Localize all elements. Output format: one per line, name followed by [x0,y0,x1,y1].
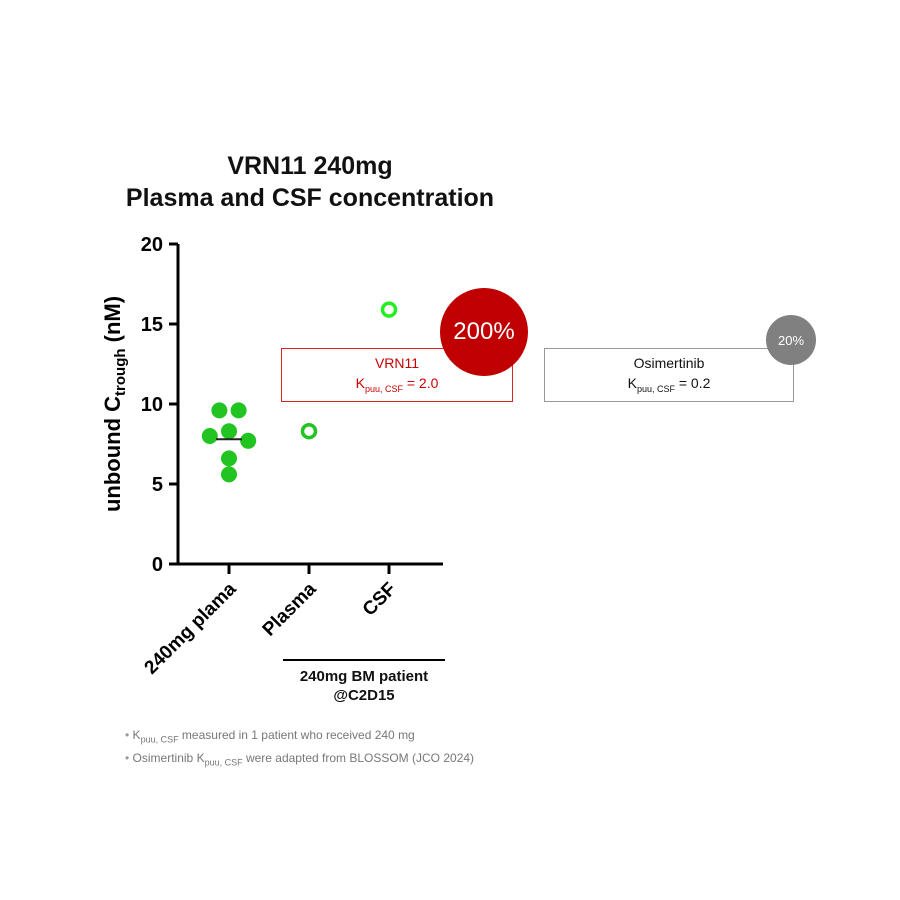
x-tick-label: 240mg plama [141,578,241,678]
y-tick-label: 15 [141,314,163,336]
x-tick-label: Plasma [259,578,321,640]
group-label-line-2: @C2D15 [333,687,395,704]
footnote-1: Kpuu, CSF measured in 1 patient who rece… [125,726,474,749]
x-tick-label: CSF [359,579,401,621]
osimertinib-kpuu-box: Osimertinib Kpuu, CSF = 0.2 [544,348,794,402]
group-label-line-1: 240mg BM patient [299,668,429,685]
vrn11-label: VRN11 [374,355,420,371]
vrn11-percent-badge: 200% [440,288,528,376]
vrn11-kpuu-box: VRN11 Kpuu, CSF = 2.0 [281,348,513,402]
data-point [240,432,257,449]
y-tick-label: 0 [152,554,163,576]
vrn11-kpuu: Kpuu, CSF = 2.0 [355,375,439,394]
group-label: 240mg BM patient @C2D15 [283,667,445,705]
y-tick-label: 5 [152,474,163,496]
data-point [300,422,318,440]
data-point [221,466,237,483]
footnote-2: Osimertinib Kpuu, CSF were adapted from … [125,749,475,772]
data-point [221,450,237,467]
title-line-1: VRN11 240mg [227,152,393,180]
chart-title: VRN11 240mg Plasma and CSF concentration [80,150,540,214]
y-tick-label: 10 [141,394,163,416]
data-point [221,423,237,440]
osimertinib-label: Osimertinib [633,355,705,371]
y-axis-label: unbound Ctrough (nM) [100,296,129,512]
data-point [230,402,247,419]
data-point [201,428,218,444]
osimertinib-percent-badge: 20% [766,315,816,365]
data-point [380,301,398,318]
title-line-2: Plasma and CSF concentration [125,184,495,212]
osimertinib-kpuu: Kpuu, CSF = 0.2 [627,375,711,394]
data-point [211,402,228,419]
y-tick-label: 20 [141,234,163,256]
footnotes: Kpuu, CSF measured in 1 patient who rece… [125,726,475,773]
